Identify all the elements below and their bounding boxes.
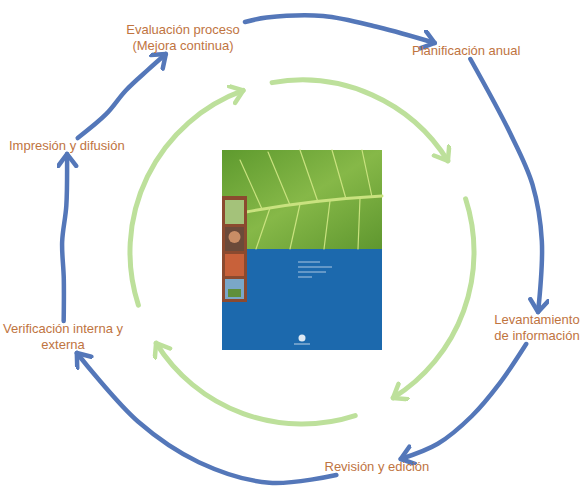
stage-label: Planificación anual <box>412 43 520 59</box>
stage-text: Planificación anual <box>412 43 520 59</box>
cycle-arrow <box>62 154 67 321</box>
stage-text: Verificación interna y externa <box>1 321 125 353</box>
cycle-arrow <box>78 54 166 138</box>
stage-label: Verificación interna y externa <box>1 321 125 353</box>
inner-arrow <box>393 199 474 398</box>
cycle-arrow <box>401 344 526 459</box>
inner-arrow <box>272 80 448 161</box>
cycle-arrow <box>470 59 542 312</box>
edge-group <box>62 15 542 483</box>
stage-text: Revisión y edición <box>325 459 430 475</box>
cycle-arrow <box>77 353 337 483</box>
stage-label: Levantamiento de información <box>487 312 587 344</box>
stage-label: Impresión y difusión <box>9 138 125 154</box>
inner-cycle <box>130 80 474 424</box>
stage-label: Revisión y edición <box>325 459 430 475</box>
stage-text: Levantamiento de información <box>487 312 587 344</box>
report-cover <box>222 150 382 350</box>
stage-text: Evaluación proceso (Mejora continua) <box>121 22 246 54</box>
cycle-arrow <box>245 15 435 43</box>
inner-arrow <box>156 343 355 424</box>
stage-text: Impresión y difusión <box>9 138 125 154</box>
stage-label: Evaluación proceso (Mejora continua) <box>121 22 246 54</box>
